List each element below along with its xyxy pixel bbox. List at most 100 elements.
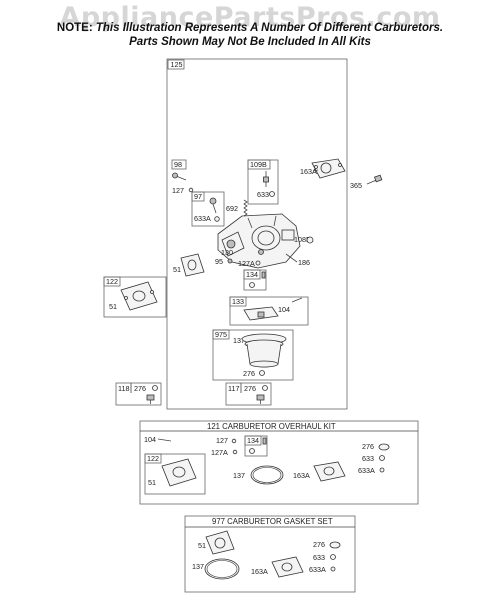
gasket-51 (180, 253, 205, 277)
washer-276b (152, 385, 158, 391)
watermark-logo: AppliancePartsPros.com (59, 2, 441, 33)
note-lead: NOTE: (56, 22, 93, 34)
part-108B (306, 236, 314, 244)
box-122-group (103, 276, 167, 318)
box-133-group (229, 296, 309, 326)
gasket-122 (120, 281, 158, 311)
label-130: 130 (221, 248, 233, 257)
box-97-group (191, 191, 225, 227)
label-975: 975 (215, 330, 227, 339)
label-108B: 108B (294, 235, 311, 244)
kit977-label-137: 137 (192, 562, 204, 571)
gasket-set-title: 977 CARBURETOR GASKET SET (212, 517, 333, 526)
kit121-label-127: 127 (216, 436, 228, 445)
label-117: 117 (228, 384, 239, 393)
label-163A: 163A (300, 167, 317, 176)
label-122: 122 (106, 277, 118, 286)
label-365: 365 (350, 181, 362, 190)
label-95: 95 (215, 257, 223, 266)
kit977-gasket-51 (205, 530, 235, 555)
kit977-label-51: 51 (198, 541, 206, 550)
label-276b: 276 (134, 384, 146, 393)
label-127A: 127A (238, 259, 255, 268)
note-line-1: NOTE: This Illustration Represents A Num… (0, 21, 500, 35)
screw-97 (209, 197, 217, 214)
float-bowl (241, 333, 287, 368)
box-117-group (225, 382, 272, 406)
kit121-label-134: 134 (247, 436, 259, 445)
shaft-186 (285, 253, 298, 263)
carburetor-body (217, 213, 301, 269)
kit121-clip-127A (232, 449, 238, 455)
clip-127A (255, 260, 261, 266)
kit121-label-104: 104 (144, 435, 156, 444)
kit121-pin-104 (157, 438, 172, 442)
label-692: 692 (226, 204, 238, 213)
kit121-o-ring-633 (379, 455, 385, 461)
pin-104 (291, 297, 303, 303)
box-134-group (243, 269, 267, 291)
o-ring-633 (269, 191, 275, 197)
box-122 (103, 276, 121, 287)
label-276: 276 (243, 369, 255, 378)
kit121-clip-127 (231, 438, 237, 444)
needle-109B (263, 171, 269, 187)
label-97: 97 (194, 192, 202, 201)
kit121-label-276: 276 (362, 442, 374, 451)
gasket-163A (311, 158, 346, 179)
kit121-gasket-122 (161, 458, 197, 487)
kit977-o-ring-633A (330, 566, 336, 572)
box-109B-group (247, 159, 279, 205)
kit121-label-163A: 163A (293, 471, 310, 480)
overhaul-kit-box (139, 420, 419, 505)
label-51b: 51 (109, 302, 117, 311)
label-134: 134 (246, 270, 258, 279)
label-125: 125 (171, 60, 183, 69)
label-109B: 109B (250, 160, 267, 169)
label-127: 127 (172, 186, 184, 195)
kit977-washer-276 (329, 541, 341, 549)
main-assembly-box (166, 58, 348, 410)
illustration-note: NOTE: This Illustration Represents A Num… (0, 21, 500, 49)
label-633-top: 633 (257, 190, 269, 199)
kit121-pin-134 (262, 437, 267, 445)
kit121-box-122 (144, 453, 162, 464)
kit977-label-276: 276 (313, 540, 325, 549)
kit977-gasket-163A (271, 556, 304, 578)
kit121-box-122-group (144, 453, 206, 495)
kit121-label-137: 137 (233, 471, 245, 480)
kit977-label-633A: 633A (309, 565, 326, 574)
box-98 (171, 159, 187, 170)
kit977-label-163A: 163A (251, 567, 268, 576)
kit121-label-127A: 127A (211, 448, 228, 457)
kit121-seat-134 (249, 448, 255, 454)
box-975-group (212, 329, 294, 381)
label-137: 137 (233, 336, 245, 345)
screw-98 (172, 172, 187, 181)
pin-134 (261, 271, 266, 279)
kit121-washer-276 (378, 443, 390, 451)
float-133 (243, 306, 279, 321)
kit121-box-134-group (244, 435, 268, 457)
o-ring-633A (214, 216, 220, 222)
kit121-o-ring-633A (379, 467, 385, 473)
part-134-seat (249, 282, 255, 288)
note-line-2: Parts Shown May Not Be Included In All K… (129, 36, 371, 48)
kit977-label-633: 633 (313, 553, 325, 562)
label-276c: 276 (244, 384, 256, 393)
spring-692 (243, 199, 248, 219)
bolt-118 (146, 394, 155, 404)
kit977-o-ring-633 (330, 554, 336, 560)
gasket-set-box (184, 515, 356, 593)
kit121-label-633: 633 (362, 454, 374, 463)
washer-276 (259, 370, 265, 376)
label-186: 186 (298, 258, 310, 267)
label-133: 133 (232, 297, 244, 306)
kit121-label-122: 122 (147, 454, 159, 463)
box-118-group (115, 382, 162, 406)
screw-365 (366, 174, 383, 185)
main-box-label-tag (167, 59, 185, 70)
kit121-gasket-163A (313, 461, 346, 482)
kit121-label-51: 51 (148, 478, 156, 487)
